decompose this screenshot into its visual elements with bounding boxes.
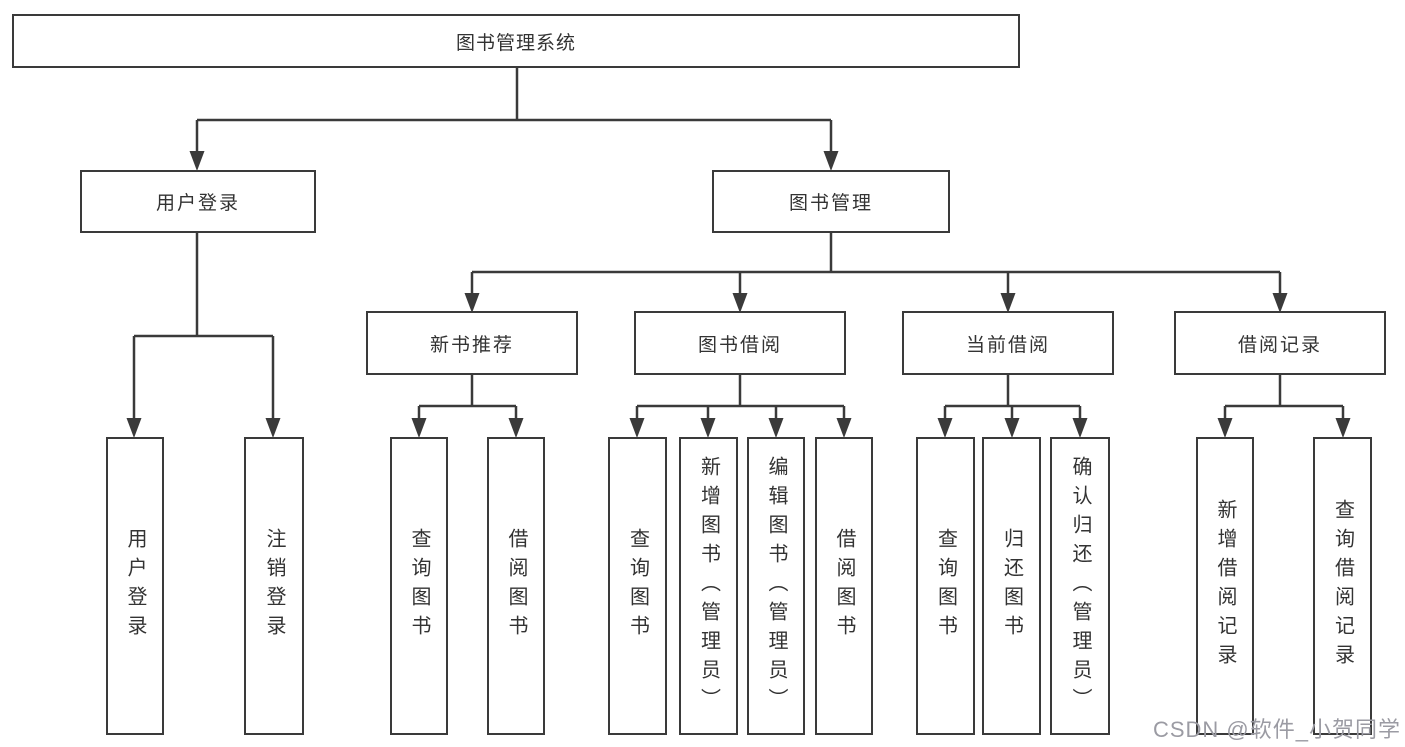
leaf-borrow-books-recommend-label: 借阅图书 — [505, 528, 527, 644]
node-current-borrowing-label: 当前借阅 — [965, 334, 1050, 356]
node-book-management: 图书管理 — [712, 170, 950, 233]
node-user-login-label: 用户登录 — [155, 193, 240, 214]
csdn-watermark: CSDN @软件_小贺同学 — [1152, 717, 1401, 742]
leaf-borrow-books-label: 借阅图书 — [833, 528, 855, 644]
leaf-return-books-label: 归还图书 — [1000, 528, 1023, 644]
leaf-add-book-admin: 新增图书（管理员） — [679, 437, 738, 735]
leaf-query-books-recommend: 查询图书 — [390, 437, 448, 735]
node-current-borrowing: 当前借阅 — [902, 311, 1114, 375]
leaf-confirm-return-admin: 确认归还（管理员） — [1050, 437, 1110, 735]
leaf-borrow-books: 借阅图书 — [815, 437, 873, 735]
leaf-edit-book-admin: 编辑图书（管理员） — [747, 437, 805, 735]
node-new-book-recommendation-label: 新书推荐 — [429, 334, 514, 356]
leaf-add-book-admin-label: 新增图书（管理员） — [697, 455, 720, 717]
leaf-confirm-return-admin-label: 确认归还（管理员） — [1069, 455, 1091, 717]
leaf-add-borrow-record: 新增借阅记录 — [1196, 437, 1254, 735]
node-user-login: 用户登录 — [80, 170, 316, 233]
node-book-borrowing: 图书借阅 — [634, 311, 846, 375]
leaf-logout-login: 注销登录 — [244, 437, 304, 735]
node-new-book-recommendation: 新书推荐 — [366, 311, 578, 375]
leaf-return-books: 归还图书 — [982, 437, 1041, 735]
node-borrowing-records: 借阅记录 — [1174, 311, 1386, 375]
leaf-add-borrow-record-label: 新增借阅记录 — [1214, 499, 1236, 673]
leaf-query-books-current: 查询图书 — [916, 437, 975, 735]
leaf-query-books-borrow-label: 查询图书 — [626, 528, 649, 644]
node-book-borrowing-label: 图书借阅 — [697, 334, 782, 356]
leaf-edit-book-admin-label: 编辑图书（管理员） — [765, 455, 787, 717]
leaf-logout-login-label: 注销登录 — [263, 528, 285, 644]
node-borrowing-records-label: 借阅记录 — [1237, 334, 1322, 356]
leaf-query-books-current-label: 查询图书 — [934, 528, 957, 644]
leaf-user-login: 用户登录 — [106, 437, 164, 735]
node-library-system-label: 图书管理系统 — [455, 32, 576, 54]
node-library-system: 图书管理系统 — [12, 14, 1020, 68]
leaf-query-books-borrow: 查询图书 — [608, 437, 667, 735]
leaf-user-login-label: 用户登录 — [124, 528, 146, 644]
leaf-borrow-books-recommend: 借阅图书 — [487, 437, 545, 735]
leaf-query-borrow-record: 查询借阅记录 — [1313, 437, 1372, 735]
leaf-query-borrow-record-label: 查询借阅记录 — [1331, 499, 1354, 673]
leaf-query-books-recommend-label: 查询图书 — [408, 528, 430, 644]
node-book-management-label: 图书管理 — [788, 193, 873, 214]
